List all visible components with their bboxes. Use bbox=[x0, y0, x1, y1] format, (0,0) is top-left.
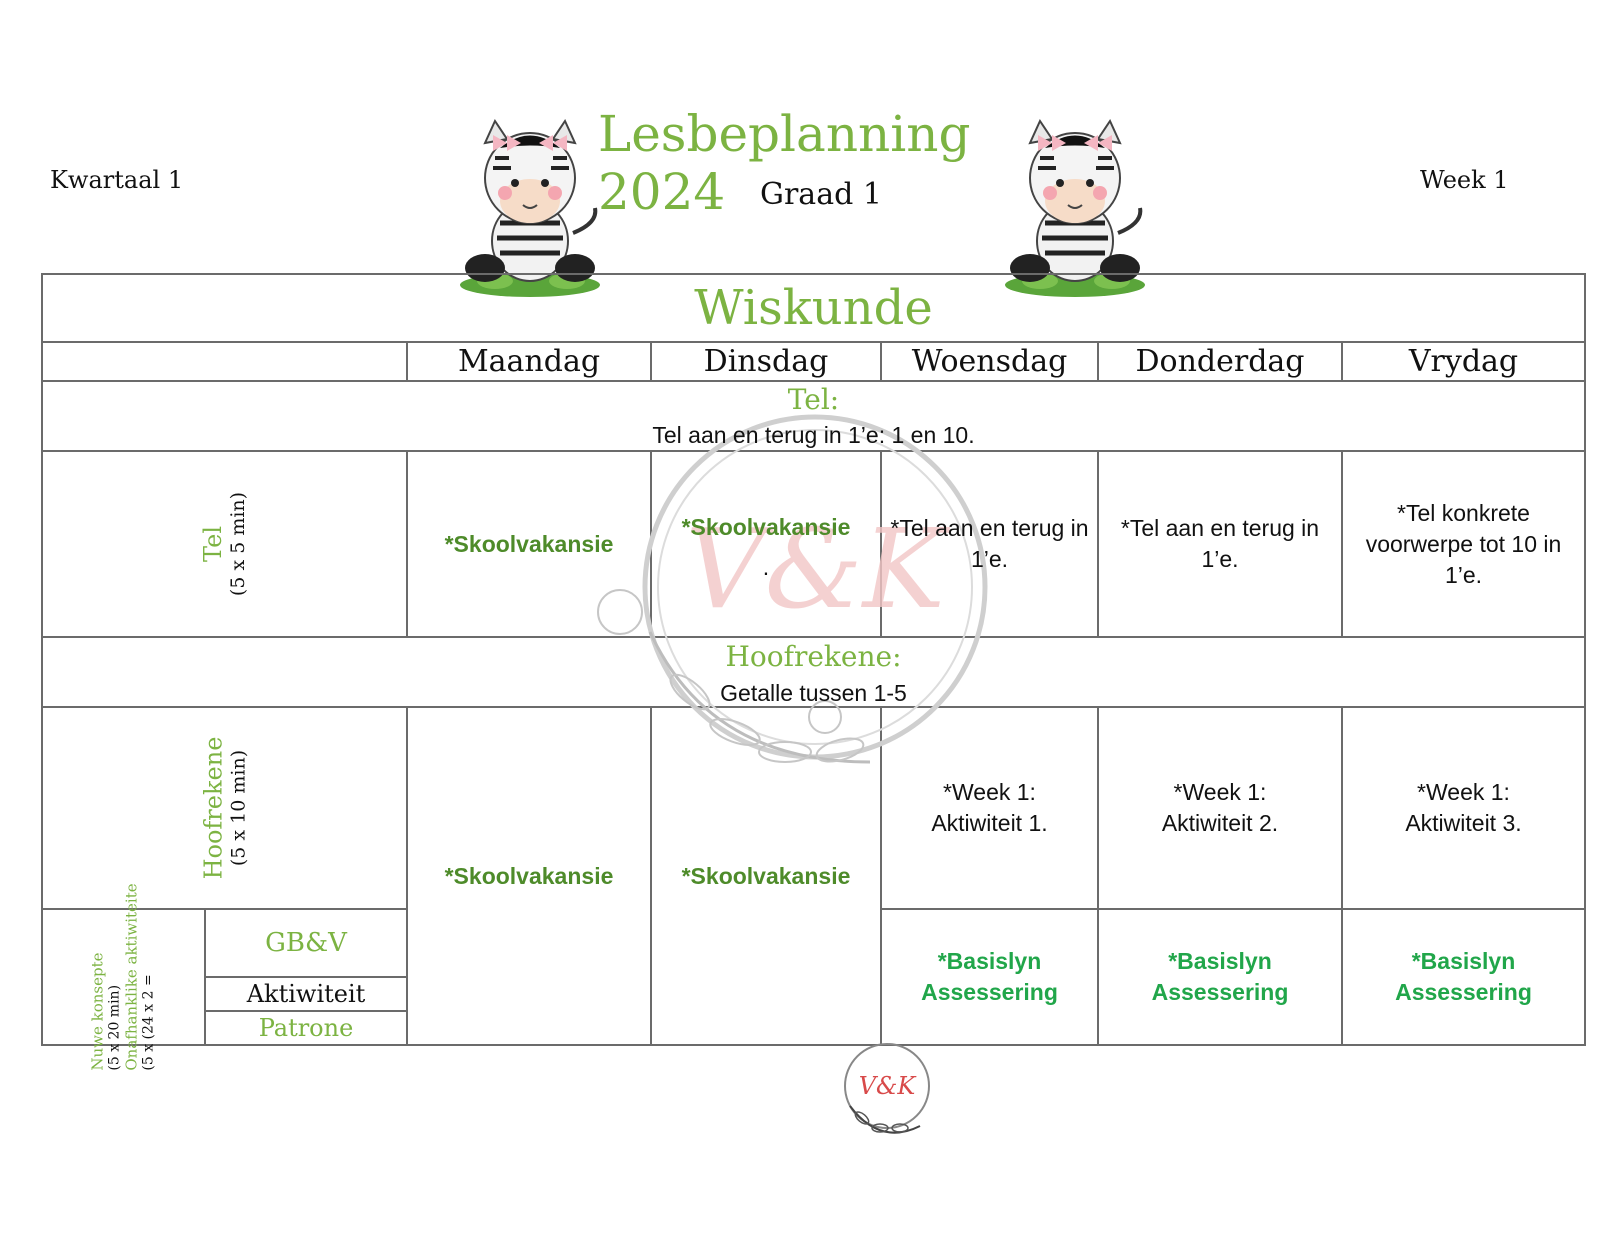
week-label: Week 1 bbox=[1420, 166, 1509, 194]
subject-title: Wiskunde bbox=[694, 280, 933, 336]
quarter-label: Kwartaal 1 bbox=[50, 166, 184, 194]
onafhanklike-duration: (5 x (24 x 2 = bbox=[140, 974, 157, 1071]
hoofrekene-donderdag-cell: *Week 1: Aktiwiteit 2. bbox=[1161, 779, 1279, 836]
zebra-illustration-left bbox=[460, 118, 600, 297]
tel-label: Tel bbox=[199, 525, 228, 563]
hoofrekene-banner-heading: Hoofrekene: bbox=[725, 640, 902, 673]
sub-aktiwiteit: Aktiwiteit bbox=[246, 980, 366, 1008]
zebra-illustration-right bbox=[1005, 118, 1145, 297]
tel-donderdag-cell: *Tel aan en terug in 1’e. bbox=[1120, 515, 1320, 572]
sub-gbv: GB&V bbox=[265, 928, 347, 958]
nuwe-donderdag-cell: *Basislyn Assessering bbox=[1151, 948, 1289, 1005]
grade-label: Graad 1 bbox=[760, 177, 882, 212]
footer-logo-monogram: V&K bbox=[859, 1072, 918, 1100]
hoofrekene-row-label: Hoofrekene (5 x 10 min) bbox=[43, 708, 406, 908]
sub-patrone: Patrone bbox=[258, 1014, 354, 1042]
footer-logo: V&K bbox=[844, 1043, 930, 1134]
day-header-donderdag: Donderdag bbox=[1135, 344, 1305, 379]
tel-banner-heading: Tel: bbox=[787, 383, 840, 416]
hoofrekene-woensdag-cell: *Week 1: Aktiwiteit 1. bbox=[931, 779, 1048, 836]
hoofrekene-vrydag-cell: *Week 1: Aktiwiteit 3. bbox=[1405, 779, 1522, 836]
day-header-woensdag: Woensdag bbox=[911, 344, 1068, 379]
day-header-vrydag: Vrydag bbox=[1408, 344, 1519, 379]
page-title: Lesbeplanning 2024 bbox=[598, 105, 971, 221]
tel-duration: (5 x 5 min) bbox=[227, 491, 250, 597]
tel-maandag-cell: *Skoolvakansie bbox=[444, 530, 614, 557]
nuwe-konsepte-label: Nuwe konsepte (5 x 20 min) Onafhanklike … bbox=[43, 883, 204, 1070]
hoofrekene-banner-text: Getalle tussen 1-5 bbox=[720, 680, 907, 706]
tel-dinsdag-cell: *Skoolvakansie bbox=[681, 513, 851, 540]
day-header-maandag: Maandag bbox=[457, 344, 601, 379]
stray-dot: . bbox=[762, 554, 770, 580]
tel-banner-text: Tel aan en terug in 1’e: 1 en 10. bbox=[652, 422, 975, 448]
tel-woensdag-cell: *Tel aan en terug in 1’e. bbox=[890, 515, 1089, 572]
onafhanklike-title: Onafhanklike aktiwiteite bbox=[122, 883, 141, 1071]
hoofrekene-maandag-cell: *Skoolvakansie bbox=[444, 862, 614, 889]
nuwe-konsepte-duration: (5 x 20 min) bbox=[106, 984, 123, 1071]
hoofrekene-duration: (5 x 10 min) bbox=[227, 749, 250, 867]
tel-row-label: Tel (5 x 5 min) bbox=[43, 452, 406, 636]
tel-vrydag-cell: *Tel konkrete voorwerpe tot 10 in 1’e. bbox=[1365, 499, 1562, 588]
day-header-dinsdag: Dinsdag bbox=[703, 344, 829, 379]
nuwe-woensdag-cell: *Basislyn Assessering bbox=[921, 948, 1058, 1005]
hoofrekene-label: Hoofrekene bbox=[199, 736, 228, 880]
nuwe-konsepte-title: Nuwe konsepte bbox=[88, 952, 107, 1071]
hoofrekene-dinsdag-cell: *Skoolvakansie bbox=[681, 862, 851, 889]
nuwe-vrydag-cell: *Basislyn Assessering bbox=[1395, 948, 1532, 1005]
